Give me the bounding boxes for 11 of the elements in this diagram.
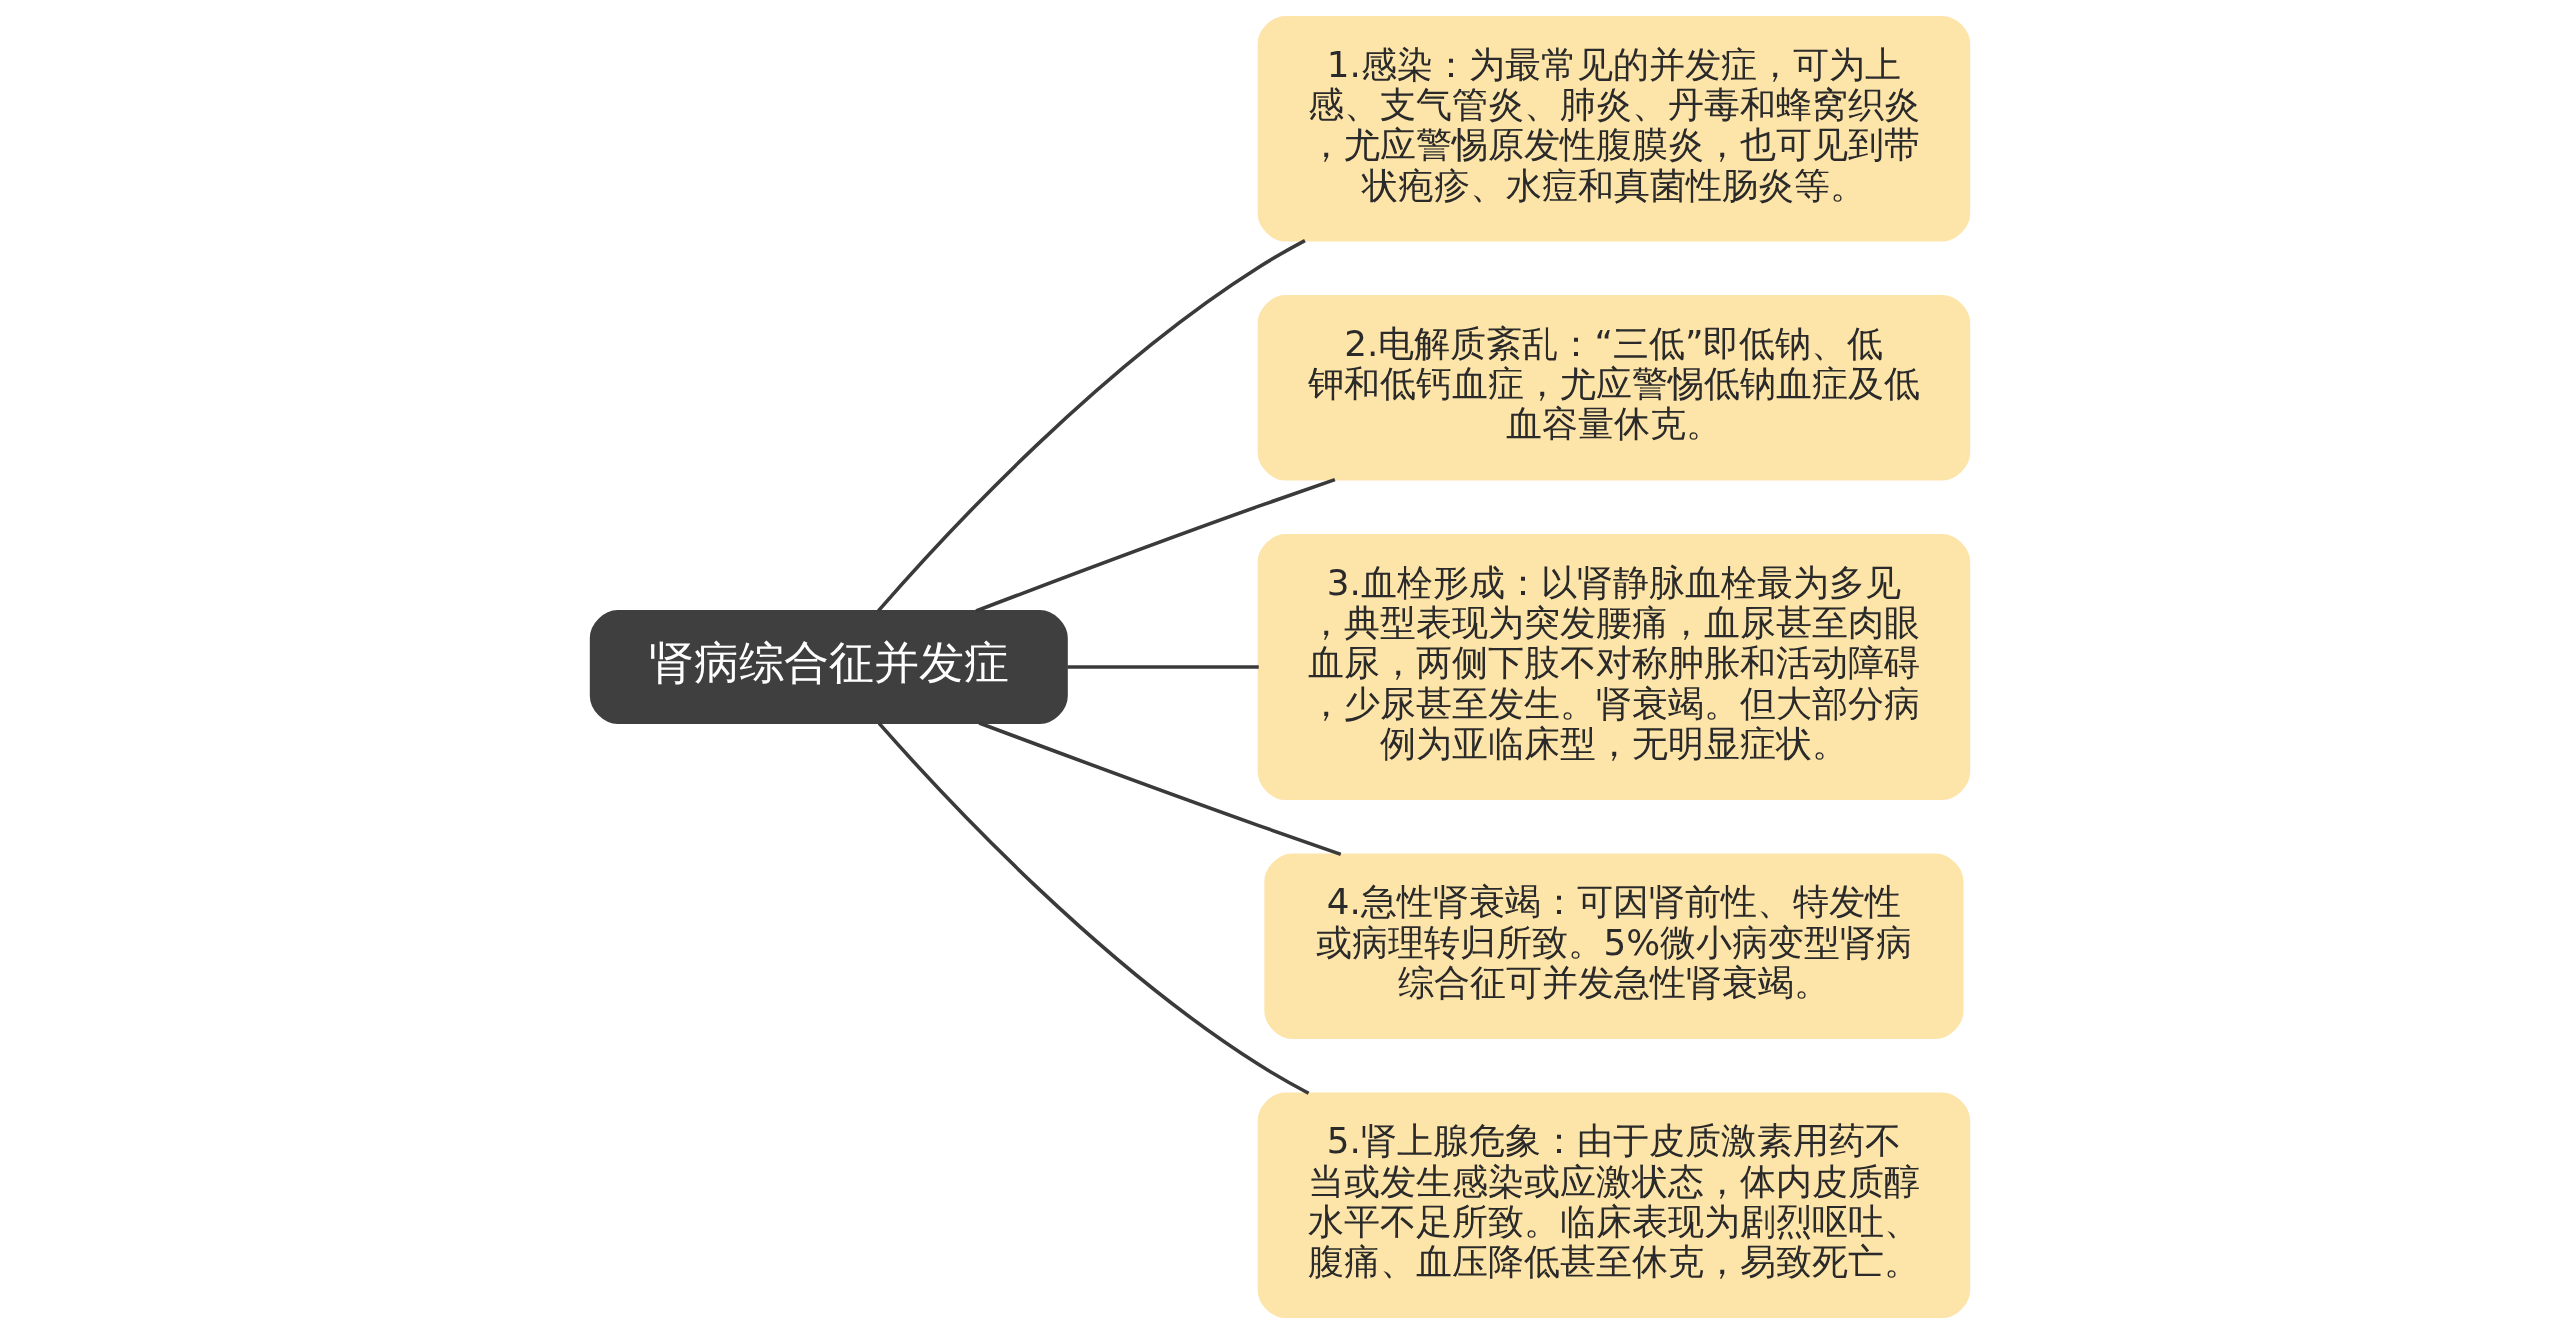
node-box: 3.血栓形成：以肾静脉血栓最为多见，典型表现为突发腰痛，血尿甚至肉眼血尿，两侧下肢不对称肿胀和活动障碍，少尿甚至发生。肾衰竭。但大部分病例为亚临床型，无明显症状。	[1257, 534, 1971, 800]
node-box: 2.电解质紊乱：“三低”即低钠、低钾和低钙血症，尤应警惕低钠血症及低血容量休克。	[1257, 295, 1971, 481]
connector	[978, 721, 1342, 857]
node-box: 肾病综合征并发症	[589, 610, 1068, 724]
connector	[877, 239, 1306, 612]
connector	[877, 722, 1310, 1095]
node-box: 5.肾上腺危象：由于皮质激素用药不当或发生感染或应激状态，体内皮质醇水平不足所致。临床表现为剧烈呕吐、腹痛、血压降低甚至休克，易致死亡。	[1257, 1092, 1971, 1319]
connector	[975, 477, 1336, 613]
connector	[1067, 665, 1259, 669]
node-box: 4.急性肾衰竭：可因肾前性、特发性或病理转归所致。5%微小病变型肾病综合征可并发急性肾衰竭。	[1264, 853, 1964, 1039]
node-box: 1.感染：为最常见的并发症，可为上感、支气管炎、肺炎、丹毒和蜂窝织炎，尤应警惕原发性腹膜炎，也可见到带状疱疹、水痘和真菌性肠炎等。	[1257, 15, 1971, 242]
